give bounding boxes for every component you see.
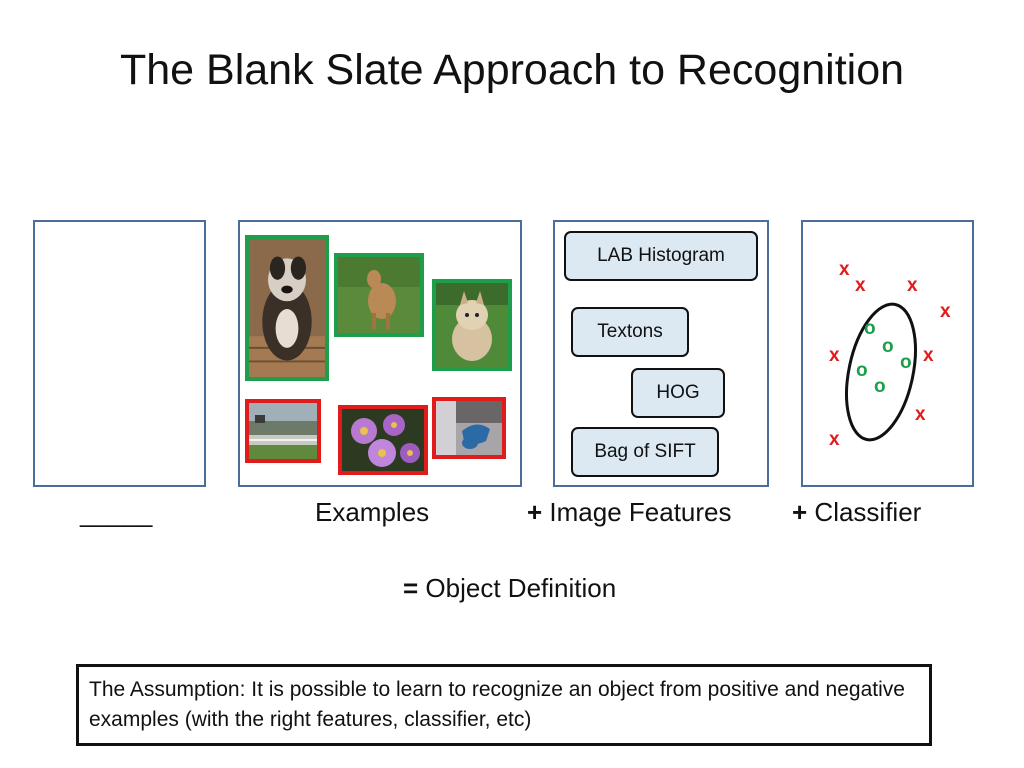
feature-textons: Textons xyxy=(571,307,689,357)
empty-panel xyxy=(33,220,206,487)
object-definition-caption: = Object Definition xyxy=(403,573,616,604)
positive-sample-mark: o xyxy=(856,360,868,381)
negative-sample-mark: x xyxy=(940,301,951,322)
slide-title: The Blank Slate Approach to Recognition xyxy=(119,46,905,94)
positive-example-dog-3 xyxy=(432,279,512,371)
classifier-label: Classifier xyxy=(814,497,922,527)
blank-label: _____ xyxy=(80,498,153,528)
feature-bag-of-sift: Bag of SIFT xyxy=(571,427,719,477)
negative-example-object xyxy=(432,397,506,459)
object-definition-label: Object Definition xyxy=(425,573,617,603)
feature-hog: HOG xyxy=(631,368,725,418)
negative-sample-mark: x xyxy=(839,259,850,280)
positive-example-dog-1 xyxy=(245,235,329,381)
equals-operator: = xyxy=(403,573,419,603)
examples-caption: Examples xyxy=(315,497,430,527)
plus-operator: + xyxy=(527,497,543,527)
negative-example-street xyxy=(245,399,321,463)
examples-panel xyxy=(238,220,522,487)
feature-lab-histogram: LAB Histogram xyxy=(564,231,758,281)
image-features-label: Image Features xyxy=(549,497,732,527)
positive-sample-mark: o xyxy=(882,336,894,357)
negative-sample-mark: x xyxy=(907,275,918,296)
negative-sample-mark: x xyxy=(923,345,934,366)
classifier-caption: + Classifier xyxy=(792,497,921,528)
negative-sample-mark: x xyxy=(829,429,840,450)
negative-example-flowers xyxy=(338,405,428,475)
plus-operator: + xyxy=(792,497,808,527)
decision-boundary xyxy=(845,302,917,442)
positive-sample-mark: o xyxy=(874,376,886,397)
positive-sample-mark: o xyxy=(864,318,876,339)
negative-sample-mark: x xyxy=(915,404,926,425)
positive-example-dog-2 xyxy=(334,253,424,337)
negative-sample-mark: x xyxy=(855,275,866,296)
classifier-panel: x x x x x x x x o o o o o xyxy=(801,220,974,487)
image-features-caption: + Image Features xyxy=(527,497,732,528)
assumption-box: The Assumption: It is possible to learn … xyxy=(76,664,932,746)
positive-sample-mark: o xyxy=(900,352,912,373)
negative-sample-mark: x xyxy=(829,345,840,366)
image-features-panel: LAB Histogram Textons HOG Bag of SIFT xyxy=(553,220,769,487)
